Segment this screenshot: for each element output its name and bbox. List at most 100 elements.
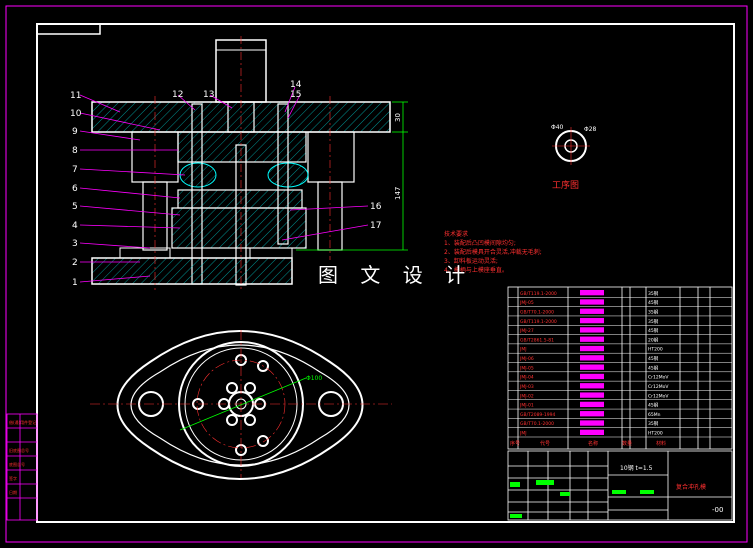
title-drawing-name: 复合冲孔模 (676, 483, 706, 491)
corner-tab (36, 24, 101, 35)
left-strip-1: 借(通)用件登记 (9, 419, 36, 425)
section-view (91, 36, 391, 292)
bom-row-code: JMJ (519, 431, 527, 437)
bom-row-name-fill (580, 299, 604, 305)
watermark: 图 文 设 计 (318, 263, 473, 287)
bom-row-name-fill (580, 411, 604, 417)
bom-row-code: JMJ (519, 347, 527, 353)
bom-row-code: GB/T70.1-2000 (520, 421, 554, 427)
tech-note-line-2: 2、装配后模具开合灵活,冲裁无毛刺; (444, 248, 542, 256)
left-strip-2: 旧底图总号 (9, 447, 29, 453)
leader-lines (79, 86, 369, 283)
bom-header-qty: 数量 (622, 440, 632, 447)
bom-row-material: 35钢 (648, 308, 659, 315)
part-label-8: 8 (72, 146, 78, 156)
plan-centerlines (90, 330, 392, 478)
title-block-fills (510, 480, 654, 518)
bom-row-code: JMJ-05 (519, 300, 534, 306)
bom-row-code: JMJ-06 (519, 356, 534, 362)
bom-row-code: JMJ-04 (519, 375, 534, 381)
bom-row-name-fill (580, 401, 604, 408)
tech-notes-title: 技术要求 (444, 230, 468, 238)
bom-row-code: GB/T2861.5-81 (520, 337, 554, 343)
bom-row-material: 35钢 (648, 290, 659, 297)
bom-row-code: JMJ-02 (519, 393, 534, 399)
bom-row-material: HT200 (648, 431, 663, 437)
bolt-circle-leader (179, 377, 307, 431)
part-label-4: 4 (72, 221, 78, 231)
bom-table (507, 286, 733, 450)
bom-row-material: 45钢 (648, 299, 659, 306)
dimensions (296, 101, 408, 251)
bom-row-name-fill (580, 336, 604, 342)
part-label-5: 5 (72, 202, 78, 212)
bom-row-name-fill (580, 383, 604, 389)
part-label-17: 17 (370, 221, 381, 231)
bom-header-no: 序号 (510, 440, 520, 447)
bom-row-material: 35钢 (648, 420, 659, 427)
bom-header-name: 名称 (588, 440, 598, 447)
dim-height-total: 147 (394, 187, 402, 200)
bom-row-material: 45钢 (648, 402, 659, 409)
bom-row-material: 45钢 (648, 355, 659, 362)
left-strip (6, 413, 38, 521)
bom-header-material: 材料 (656, 440, 666, 447)
bom-row-code: GB/T119.1-2000 (520, 319, 557, 325)
title-drawing-no: -00 (712, 506, 723, 514)
part-label-9: 9 (72, 127, 78, 137)
process-dim-inner: Φ28 (584, 126, 597, 133)
bom-row-material: Cr12MoV (648, 393, 669, 399)
bom-row-name-fill (580, 364, 604, 370)
bom-header-code: 代号 (540, 440, 550, 447)
part-label-13: 13 (203, 90, 214, 100)
part-label-2: 2 (72, 258, 78, 268)
process-view-label: 工序图 (552, 179, 579, 191)
left-strip-4: 签字 (9, 475, 17, 481)
bom-row-name-fill (580, 420, 604, 426)
bom-row-name-fill (580, 345, 604, 352)
left-strip-5: 日期 (9, 489, 17, 495)
bom-row-name-fill (580, 327, 604, 333)
part-label-6: 6 (72, 184, 78, 194)
part-label-10: 10 (70, 109, 82, 119)
tech-notes: 技术要求 1、装配后凸凹模间隙均匀; 2、装配后模具开合灵活,冲裁无毛刺; 3、… (444, 230, 542, 274)
bom-row-material: 65Mn (648, 412, 661, 418)
sheet-border (5, 5, 748, 543)
drawing-frame (36, 23, 735, 523)
bom-header: 序号 代号 名称 数量 材料 (510, 440, 666, 447)
bom-row-name-fill (580, 355, 604, 361)
bom-row-code: JMJ-05 (519, 365, 534, 371)
bom-rows: GB/T119.1-2000 35钢 JMJ-05 45钢 GB/T70.1-2000 3… (508, 290, 732, 438)
bom-row-code: GB/T70.1-2000 (520, 309, 554, 315)
part-label-3: 3 (72, 239, 78, 249)
bom-row-material: Cr12MoV (648, 375, 669, 381)
bom-row-material: 35钢 (648, 318, 659, 325)
dim-height-top: 30 (394, 113, 402, 122)
part-label-14: 14 (290, 80, 302, 90)
bom-row-material: 45钢 (648, 364, 659, 371)
bom-row-code: GB/T2089-1994 (520, 412, 556, 418)
title-material-spec: 10钢 t=1.5 (620, 464, 653, 472)
bom-row-material: 20钢 (648, 336, 659, 343)
bom-row-code: JMJ-01 (519, 403, 534, 409)
bom-row-material: Cr12MoV (648, 384, 669, 390)
title-block (507, 450, 733, 521)
part-labels: 1 2 3 4 5 6 7 8 9 10 11 12 13 14 15 16 1… (70, 80, 382, 288)
tech-note-line-3: 3、卸料板运动灵活; (444, 257, 498, 265)
part-label-16: 16 (370, 202, 382, 212)
bom-row-name-fill (580, 392, 604, 398)
bom-row-name-fill (580, 429, 604, 435)
bom-row-code: JMJ-03 (519, 384, 534, 390)
bom-row-name-fill (580, 308, 604, 314)
tech-note-line-4: 4、模柄与上模座垂直。 (444, 266, 508, 274)
bom-row-name-fill (580, 317, 604, 324)
dim-bolt-circle: Φ100 (306, 375, 322, 382)
bom-row-name-fill (580, 373, 604, 380)
part-label-15: 15 (290, 90, 301, 100)
bom-row-code: GB/T119.1-2000 (520, 291, 557, 297)
part-label-1: 1 (72, 278, 78, 288)
process-view (552, 127, 590, 165)
part-label-7: 7 (72, 165, 78, 175)
left-strip-3: 底图总号 (9, 461, 25, 467)
